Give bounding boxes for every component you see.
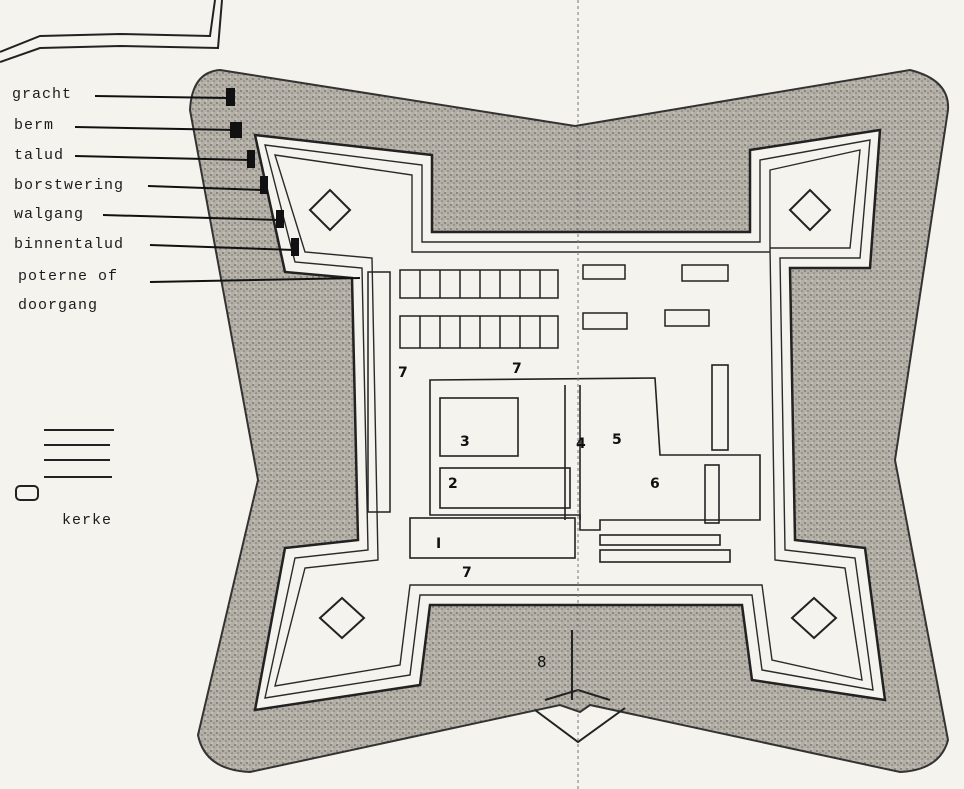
legend-gracht: gracht	[12, 86, 73, 103]
plan-number-7c: 7	[462, 565, 472, 581]
left-building	[367, 271, 391, 513]
legend-leaders	[74, 95, 361, 283]
plan-number-8: 8	[537, 653, 547, 671]
legend-markers	[226, 88, 299, 256]
plan-number-7a: 7	[398, 365, 408, 381]
legend-doorgang: doorgang	[18, 297, 99, 314]
legend-symbols	[15, 429, 114, 501]
plan-number-3: 3	[460, 434, 470, 450]
plan-number-5: 5	[612, 432, 622, 448]
barracks-top	[399, 264, 729, 349]
legend-talud: talud	[14, 147, 65, 164]
legend-poterne: poterne of	[18, 268, 119, 285]
plan-number-2: 2	[448, 476, 458, 492]
plan-number-4: 4	[576, 436, 586, 452]
plan-number-6: 6	[650, 476, 660, 492]
legend-binnentalud: binnentalud	[14, 236, 125, 253]
legend-kerke: kerke	[62, 512, 113, 529]
legend-berm: berm	[14, 117, 55, 134]
legend-borstwering: borstwering	[14, 177, 125, 194]
plan-number-7b: 7	[512, 361, 522, 377]
bastion-diamonds	[308, 188, 838, 640]
central-complex	[409, 364, 761, 563]
plan-number-1: I	[436, 536, 441, 552]
legend-walgang: walgang	[14, 206, 85, 223]
wall-fragment	[0, 0, 223, 63]
rampart-layers	[264, 139, 874, 699]
